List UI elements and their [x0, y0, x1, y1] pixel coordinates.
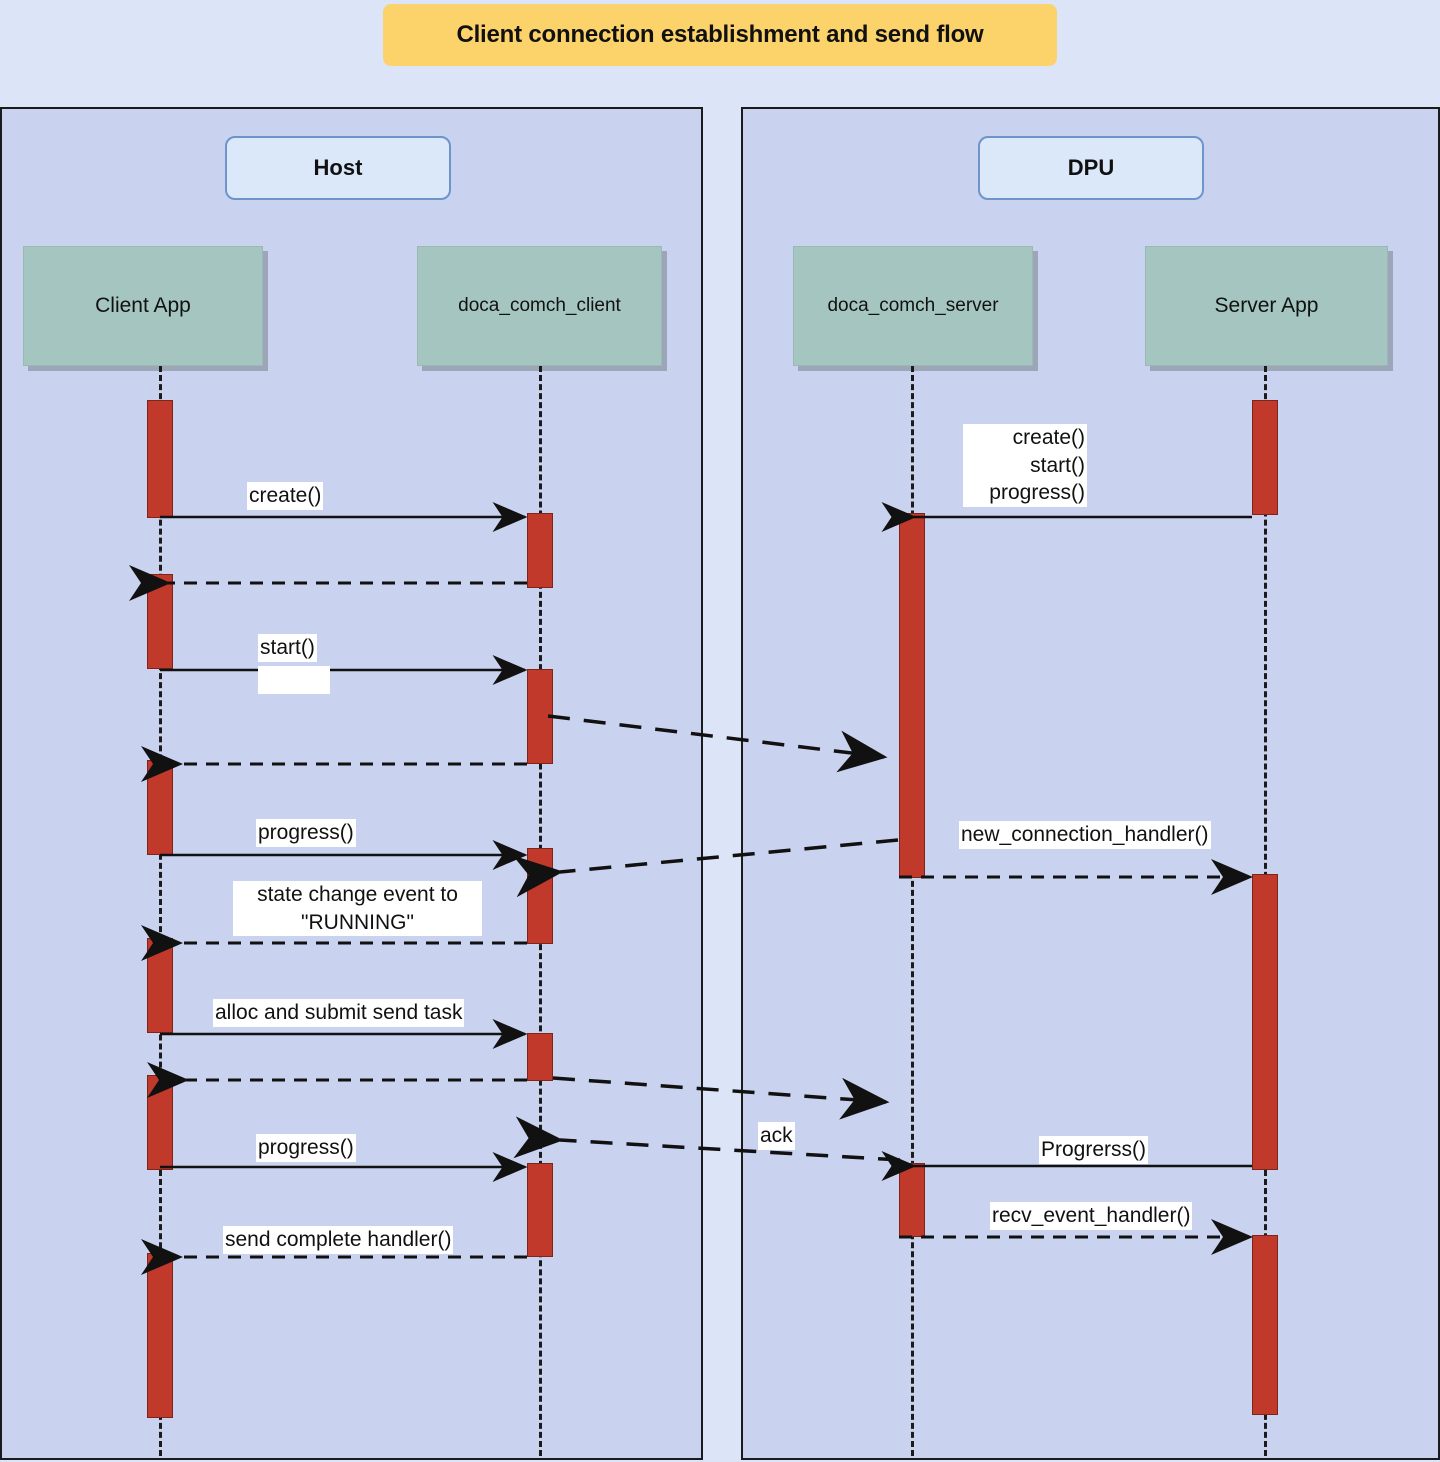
- activation-doca-comch-client-1: [527, 513, 553, 588]
- lifeline-client-app: [159, 366, 162, 1456]
- message-label-m10: state change event to "RUNNING": [233, 881, 482, 937]
- diagram-title-banner: Client connection establishment and send…: [383, 4, 1057, 66]
- message-label-m17: recv_event_handler(): [990, 1202, 1193, 1230]
- message-label-m18: send complete handler(): [223, 1226, 454, 1254]
- message-label-m1: create(): [247, 482, 324, 510]
- participant-server-app: Server App: [1145, 246, 1388, 366]
- activation-client-app-1: [147, 400, 173, 518]
- activation-doca-comch-client-2: [527, 669, 553, 764]
- participant-label-server-app: Server App: [1214, 294, 1319, 317]
- message-label-m4: start(): [258, 634, 317, 662]
- activation-client-app-6: [147, 1253, 173, 1418]
- activation-client-app-3: [147, 760, 173, 855]
- activation-doca-comch-client-4: [527, 1033, 553, 1081]
- message-label-m7: progress(): [256, 819, 356, 847]
- message-label-m11: alloc and submit send task: [213, 999, 465, 1027]
- participant-client-app: Client App: [23, 246, 263, 366]
- message-label-m9: new_connection_handler(): [959, 821, 1211, 849]
- participant-doca-comch-client: doca_comch_client: [417, 246, 662, 366]
- activation-doca-comch-client-3: [527, 848, 553, 944]
- activation-doca-comch-server-2: [899, 1163, 925, 1237]
- activation-client-app-4: [147, 938, 173, 1033]
- message-label-m15: progress(): [256, 1134, 356, 1162]
- activation-doca-comch-server-1: [899, 513, 925, 878]
- lifeline-doca-comch-server: [911, 366, 914, 1456]
- message-label-m2: create() start() progress(): [963, 424, 1087, 508]
- diagram-title: Client connection establishment and send…: [456, 21, 984, 48]
- activation-server-app-2: [1252, 874, 1278, 1170]
- system-label-host: Host: [225, 136, 451, 200]
- participant-label-doca-comch-server: doca_comch_server: [827, 295, 999, 316]
- activation-doca-comch-client-5: [527, 1163, 553, 1257]
- system-label-dpu-text: DPU: [1067, 155, 1115, 180]
- activation-client-app-5: [147, 1075, 173, 1170]
- activation-server-app-1: [1252, 400, 1278, 515]
- participant-doca-comch-server: doca_comch_server: [793, 246, 1033, 366]
- activation-client-app-2: [147, 574, 173, 669]
- participant-label-client-app: Client App: [95, 294, 191, 317]
- activation-server-app-3: [1252, 1235, 1278, 1415]
- message-label-m16: Progrerss(): [1039, 1136, 1149, 1164]
- participant-label-doca-comch-client: doca_comch_client: [458, 295, 621, 316]
- system-label-host-text: Host: [313, 155, 363, 180]
- message-label-m14: ack: [758, 1122, 795, 1150]
- system-label-dpu: DPU: [978, 136, 1204, 200]
- message-label-m4-backdrop: [258, 666, 330, 694]
